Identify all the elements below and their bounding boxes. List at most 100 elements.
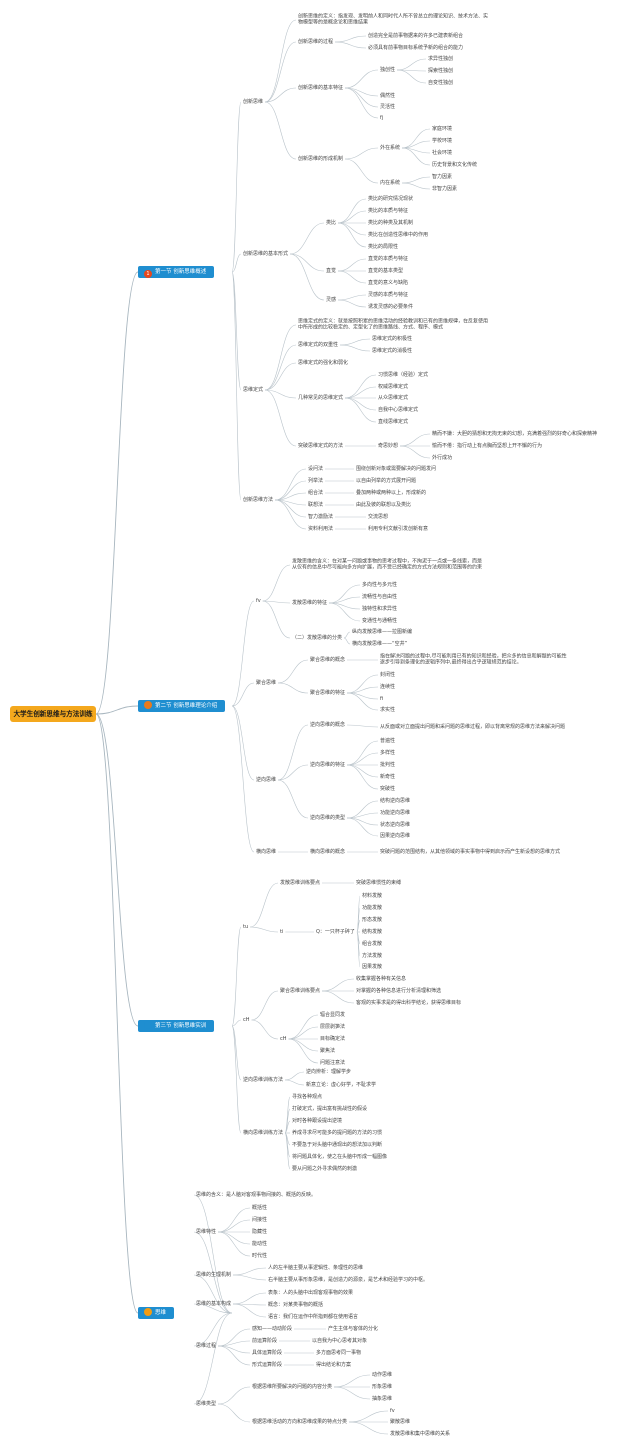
mindmap-node[interactable]: 因果逆向思维	[380, 832, 411, 839]
mindmap-node[interactable]: 创新思维方法	[243, 496, 274, 503]
mindmap-node[interactable]: 逆向辨析：理解学步	[306, 1068, 352, 1075]
mindmap-node[interactable]: 独特性和求异性	[362, 605, 398, 612]
mindmap-node[interactable]: fv	[256, 597, 261, 604]
mindmap-node[interactable]: 抽象思维	[372, 1395, 393, 1402]
mindmap-node[interactable]: 思维定式的积极性	[372, 335, 413, 342]
mindmap-node[interactable]: 灵感的本质与特征	[368, 291, 409, 298]
mindmap-node[interactable]: 列举法	[308, 477, 324, 484]
mindmap-node[interactable]: 思维定式的双重性	[298, 341, 339, 348]
mindmap-node[interactable]: fj	[380, 114, 384, 121]
mindmap-node[interactable]: 组合发散	[362, 940, 383, 947]
mindmap-node[interactable]: 思维的基本构成	[196, 1300, 232, 1307]
mindmap-node[interactable]: 非智力因素	[432, 185, 458, 192]
mindmap-node[interactable]: 创新思维的基本形式	[243, 250, 289, 257]
mindmap-node[interactable]: 以自由列举的方式展开问题	[356, 477, 417, 484]
mindmap-node[interactable]: 探索性独创	[428, 67, 454, 74]
mindmap-node[interactable]: 辐合显同发	[320, 1011, 346, 1018]
mindmap-node[interactable]: 灵活性	[380, 103, 396, 110]
mindmap-node[interactable]: 形态发散	[362, 916, 383, 923]
mindmap-node[interactable]: 习惯思维（经验）定式	[378, 371, 429, 378]
mindmap-node[interactable]: 直觉的基本类型	[368, 267, 404, 274]
mindmap-node[interactable]: 间接性	[252, 1216, 268, 1223]
mindmap-node[interactable]: 类比的局限性	[368, 243, 399, 250]
mindmap-node[interactable]: 智力因素	[432, 173, 453, 180]
mindmap-node[interactable]: 横向思维训练方法	[243, 1129, 284, 1136]
mindmap-node[interactable]: 人的左半脑主要从事逻辑性、条理性的思维	[268, 1264, 364, 1271]
mindmap-node[interactable]: 突破思维惯性的束缚	[356, 879, 402, 886]
mindmap-node[interactable]: 语言：我们在运作中所指到都在使用语言	[268, 1313, 359, 1320]
mindmap-node[interactable]: 连续性	[380, 683, 396, 690]
mindmap-node[interactable]: 直觉的意义与缺陷	[368, 279, 409, 286]
mindmap-node[interactable]: 对时各种跟设提出逆境	[292, 1117, 343, 1124]
mindmap-node[interactable]: 灵感	[326, 296, 337, 303]
mindmap-node[interactable]: 逆向思维的概念	[310, 721, 346, 728]
mindmap-node[interactable]: 因果发散	[362, 963, 383, 970]
mindmap-node[interactable]: 智力激励法	[308, 513, 334, 520]
mindmap-node[interactable]: 根据思维所要解决的问题的内容分类	[252, 1383, 333, 1390]
mindmap-node[interactable]: 层层剥笋法	[320, 1023, 346, 1030]
mindmap-node[interactable]: 历史背景和文化传统	[432, 161, 478, 168]
mindmap-node[interactable]: 外在系统	[380, 144, 401, 151]
section-2-node[interactable]: 第二节 创新思维理论介绍	[138, 700, 226, 712]
mindmap-node[interactable]: 独创性	[380, 66, 396, 73]
mindmap-node[interactable]: 结构发散	[362, 928, 383, 935]
mindmap-node[interactable]: 以自我为中心思考其对象	[312, 1337, 368, 1344]
mindmap-node[interactable]: 流畅性与自由性	[362, 593, 398, 600]
mindmap-node[interactable]: 叠加两种或两种以上，形成新的	[356, 489, 427, 496]
mindmap-node[interactable]: cH	[243, 1016, 250, 1023]
mindmap-node[interactable]: 思维特性	[196, 1228, 217, 1235]
mindmap-node[interactable]: tu	[243, 923, 249, 930]
mindmap-node[interactable]: 功能发散	[362, 904, 383, 911]
mindmap-node[interactable]: 指在解决问题的过程中,尽可能利用已有的知识和经验，把众多的信息和解题的可能性逐步…	[380, 653, 567, 666]
mindmap-node[interactable]: 发散思维的含义：在对某一问题或事物的思考过程中，不拘泥于一点或一条线索，而是从仅…	[292, 558, 483, 571]
mindmap-node[interactable]: 右半脑主要从事形象思维，是创造力的源泉，是艺术和经验学习的中枢。	[268, 1276, 429, 1283]
mindmap-node[interactable]: 突破问题的范围结构，从其他领域的事实事物中得到启示而产生新设想的思维方式	[380, 848, 561, 855]
mindmap-node[interactable]: 逆向思维训练方法	[243, 1076, 284, 1083]
mindmap-node[interactable]: 从反面或对立面提出问题和采问题的思维过程，即以背离常规的思维方法来解决问题	[380, 723, 566, 730]
mindmap-node[interactable]: 状态逆向思维	[380, 821, 411, 828]
mindmap-node[interactable]: 创造完全是前事物据来的许多已建表新组合	[368, 32, 464, 39]
mindmap-node[interactable]: 前运算阶段	[252, 1337, 278, 1344]
mindmap-node[interactable]: 材料发散	[362, 892, 383, 899]
mindmap-node[interactable]: 创新思维的过程	[298, 38, 334, 45]
mindmap-node[interactable]: 权威思维定式	[378, 383, 409, 390]
mindmap-node[interactable]: 时代性	[252, 1252, 268, 1259]
mindmap-node[interactable]: 围绕创新对象或需要解决的问题发问	[356, 465, 437, 472]
mindmap-node[interactable]: 设问法	[308, 465, 324, 472]
mindmap-node[interactable]: 多方面思考同一事物	[316, 1349, 362, 1356]
mindmap-node[interactable]: 家庭环境	[432, 125, 453, 132]
mindmap-node[interactable]: 突破思维定式的方法	[298, 442, 344, 449]
mindmap-node[interactable]: 思维过程	[196, 1342, 217, 1349]
mindmap-node[interactable]: 类比的种类及其机制	[368, 219, 414, 226]
mindmap-node[interactable]: 横向思维	[256, 848, 277, 855]
mindmap-node[interactable]: 发散思维训练要点	[280, 879, 321, 886]
mindmap-node[interactable]: 功能逆向思维	[380, 809, 411, 816]
mindmap-node[interactable]: 求异性独创	[428, 55, 454, 62]
mindmap-node[interactable]: 表象：人的头脑中出现客观事物的效果	[268, 1289, 354, 1296]
mindmap-node[interactable]: 思维定式的定义：就是按照积累的思维活动的经验教训和已有的思维规律，在反复使用中所…	[298, 318, 489, 331]
mindmap-node[interactable]: 形象思维	[372, 1383, 393, 1390]
mindmap-node[interactable]: 类比的研究情况现状	[368, 195, 414, 202]
mindmap-node[interactable]: 目标确定法	[320, 1035, 346, 1042]
mindmap-node[interactable]: 求实性	[380, 706, 396, 713]
mindmap-node[interactable]: 资料利用法	[308, 525, 334, 532]
mindmap-node[interactable]: 创新思维的形成机制	[298, 155, 344, 162]
mindmap-node[interactable]: 学校环境	[432, 137, 453, 144]
mindmap-node[interactable]: 概括性	[252, 1204, 268, 1211]
mindmap-node[interactable]: fi	[380, 695, 384, 702]
section-3-node[interactable]: 第三节 创新思维实训	[138, 1020, 215, 1032]
mindmap-node[interactable]: 收集掌握各种有关信息	[356, 975, 407, 982]
mindmap-node[interactable]: cH	[280, 1035, 287, 1042]
mindmap-node[interactable]: ti	[280, 928, 284, 935]
mindmap-node[interactable]: 纵向发散思维——拉图新编	[352, 628, 413, 635]
mindmap-node[interactable]: 根据思维活动的方向和思维成果的特点分类	[252, 1418, 348, 1425]
mindmap-node[interactable]: fv	[390, 1407, 395, 1414]
mindmap-node[interactable]: 社会环境	[432, 149, 453, 156]
mindmap-node[interactable]: 创新思维的定义：指发现、发明前人和同时代人所不曾总立的理论知识、技术方法、实物模…	[298, 13, 489, 26]
mindmap-node[interactable]: 自我中心思维定式	[378, 406, 419, 413]
mindmap-node[interactable]: 思维定式的消极性	[372, 347, 413, 354]
mindmap-node[interactable]: 多样性	[380, 749, 396, 756]
mindmap-node[interactable]: 结构逆向思维	[380, 797, 411, 804]
mindmap-node[interactable]: 创新思维	[243, 98, 264, 105]
